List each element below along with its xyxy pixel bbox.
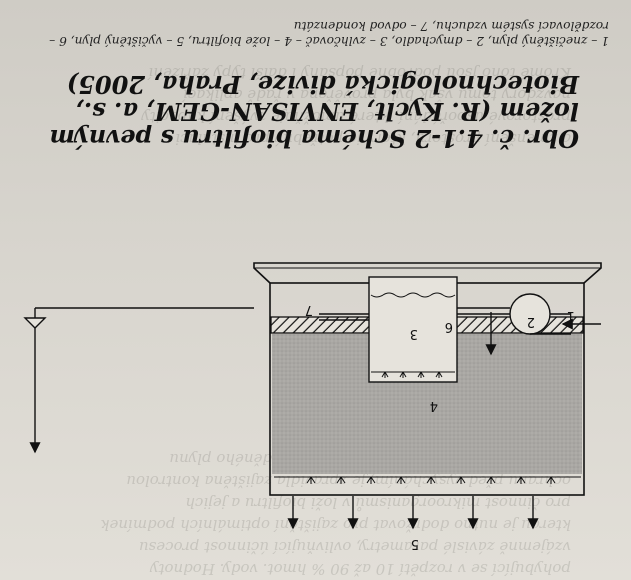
label-distribution: 6 (445, 319, 453, 334)
label-condensate: 7 (305, 302, 313, 317)
humid-gas-duct (319, 313, 369, 321)
blower (457, 293, 571, 335)
figure-caption-title: Obr. č. 4.1-2 Schéma biofiltru s pevným … (49, 70, 579, 153)
clean-gas-outlets (287, 496, 539, 530)
nozzle-row (306, 476, 556, 484)
label-bed: 4 (430, 398, 438, 413)
label-humidifier: 3 (410, 326, 418, 341)
label-inlet: 1 (567, 308, 575, 323)
figure-caption-legend: 1 – znečištěný plyn, 2 – dmychadlo, 3 – … (49, 19, 609, 48)
condensate-drain (23, 307, 254, 454)
label-blower: 2 (527, 314, 535, 329)
label-outlet: 5 (411, 536, 419, 551)
humidifier (368, 276, 497, 383)
